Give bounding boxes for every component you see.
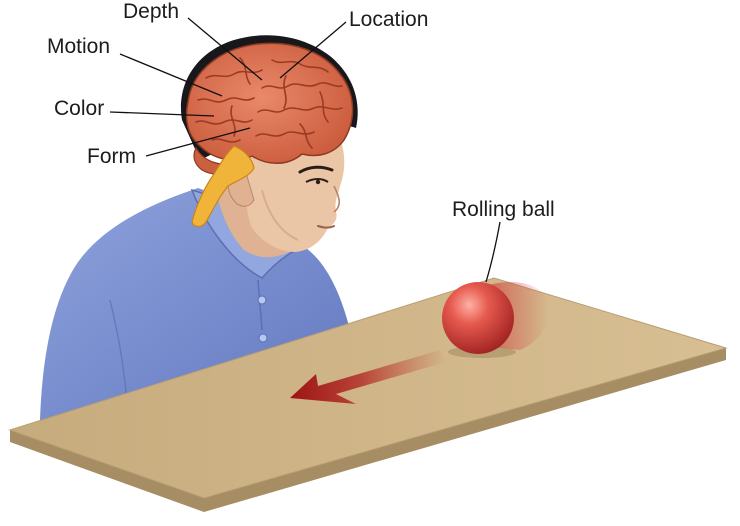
label-color: Color (54, 97, 104, 120)
label-motion: Motion (47, 35, 110, 58)
label-rolling-ball: Rolling ball (452, 198, 555, 221)
brain (187, 43, 353, 163)
rolling-ball-leader (486, 222, 500, 282)
label-form: Form (87, 145, 136, 168)
label-location: Location (349, 8, 428, 31)
red-ball (442, 282, 514, 354)
shirt-button (258, 296, 266, 304)
shirt-button (259, 334, 267, 342)
label-depth: Depth (123, 0, 179, 23)
